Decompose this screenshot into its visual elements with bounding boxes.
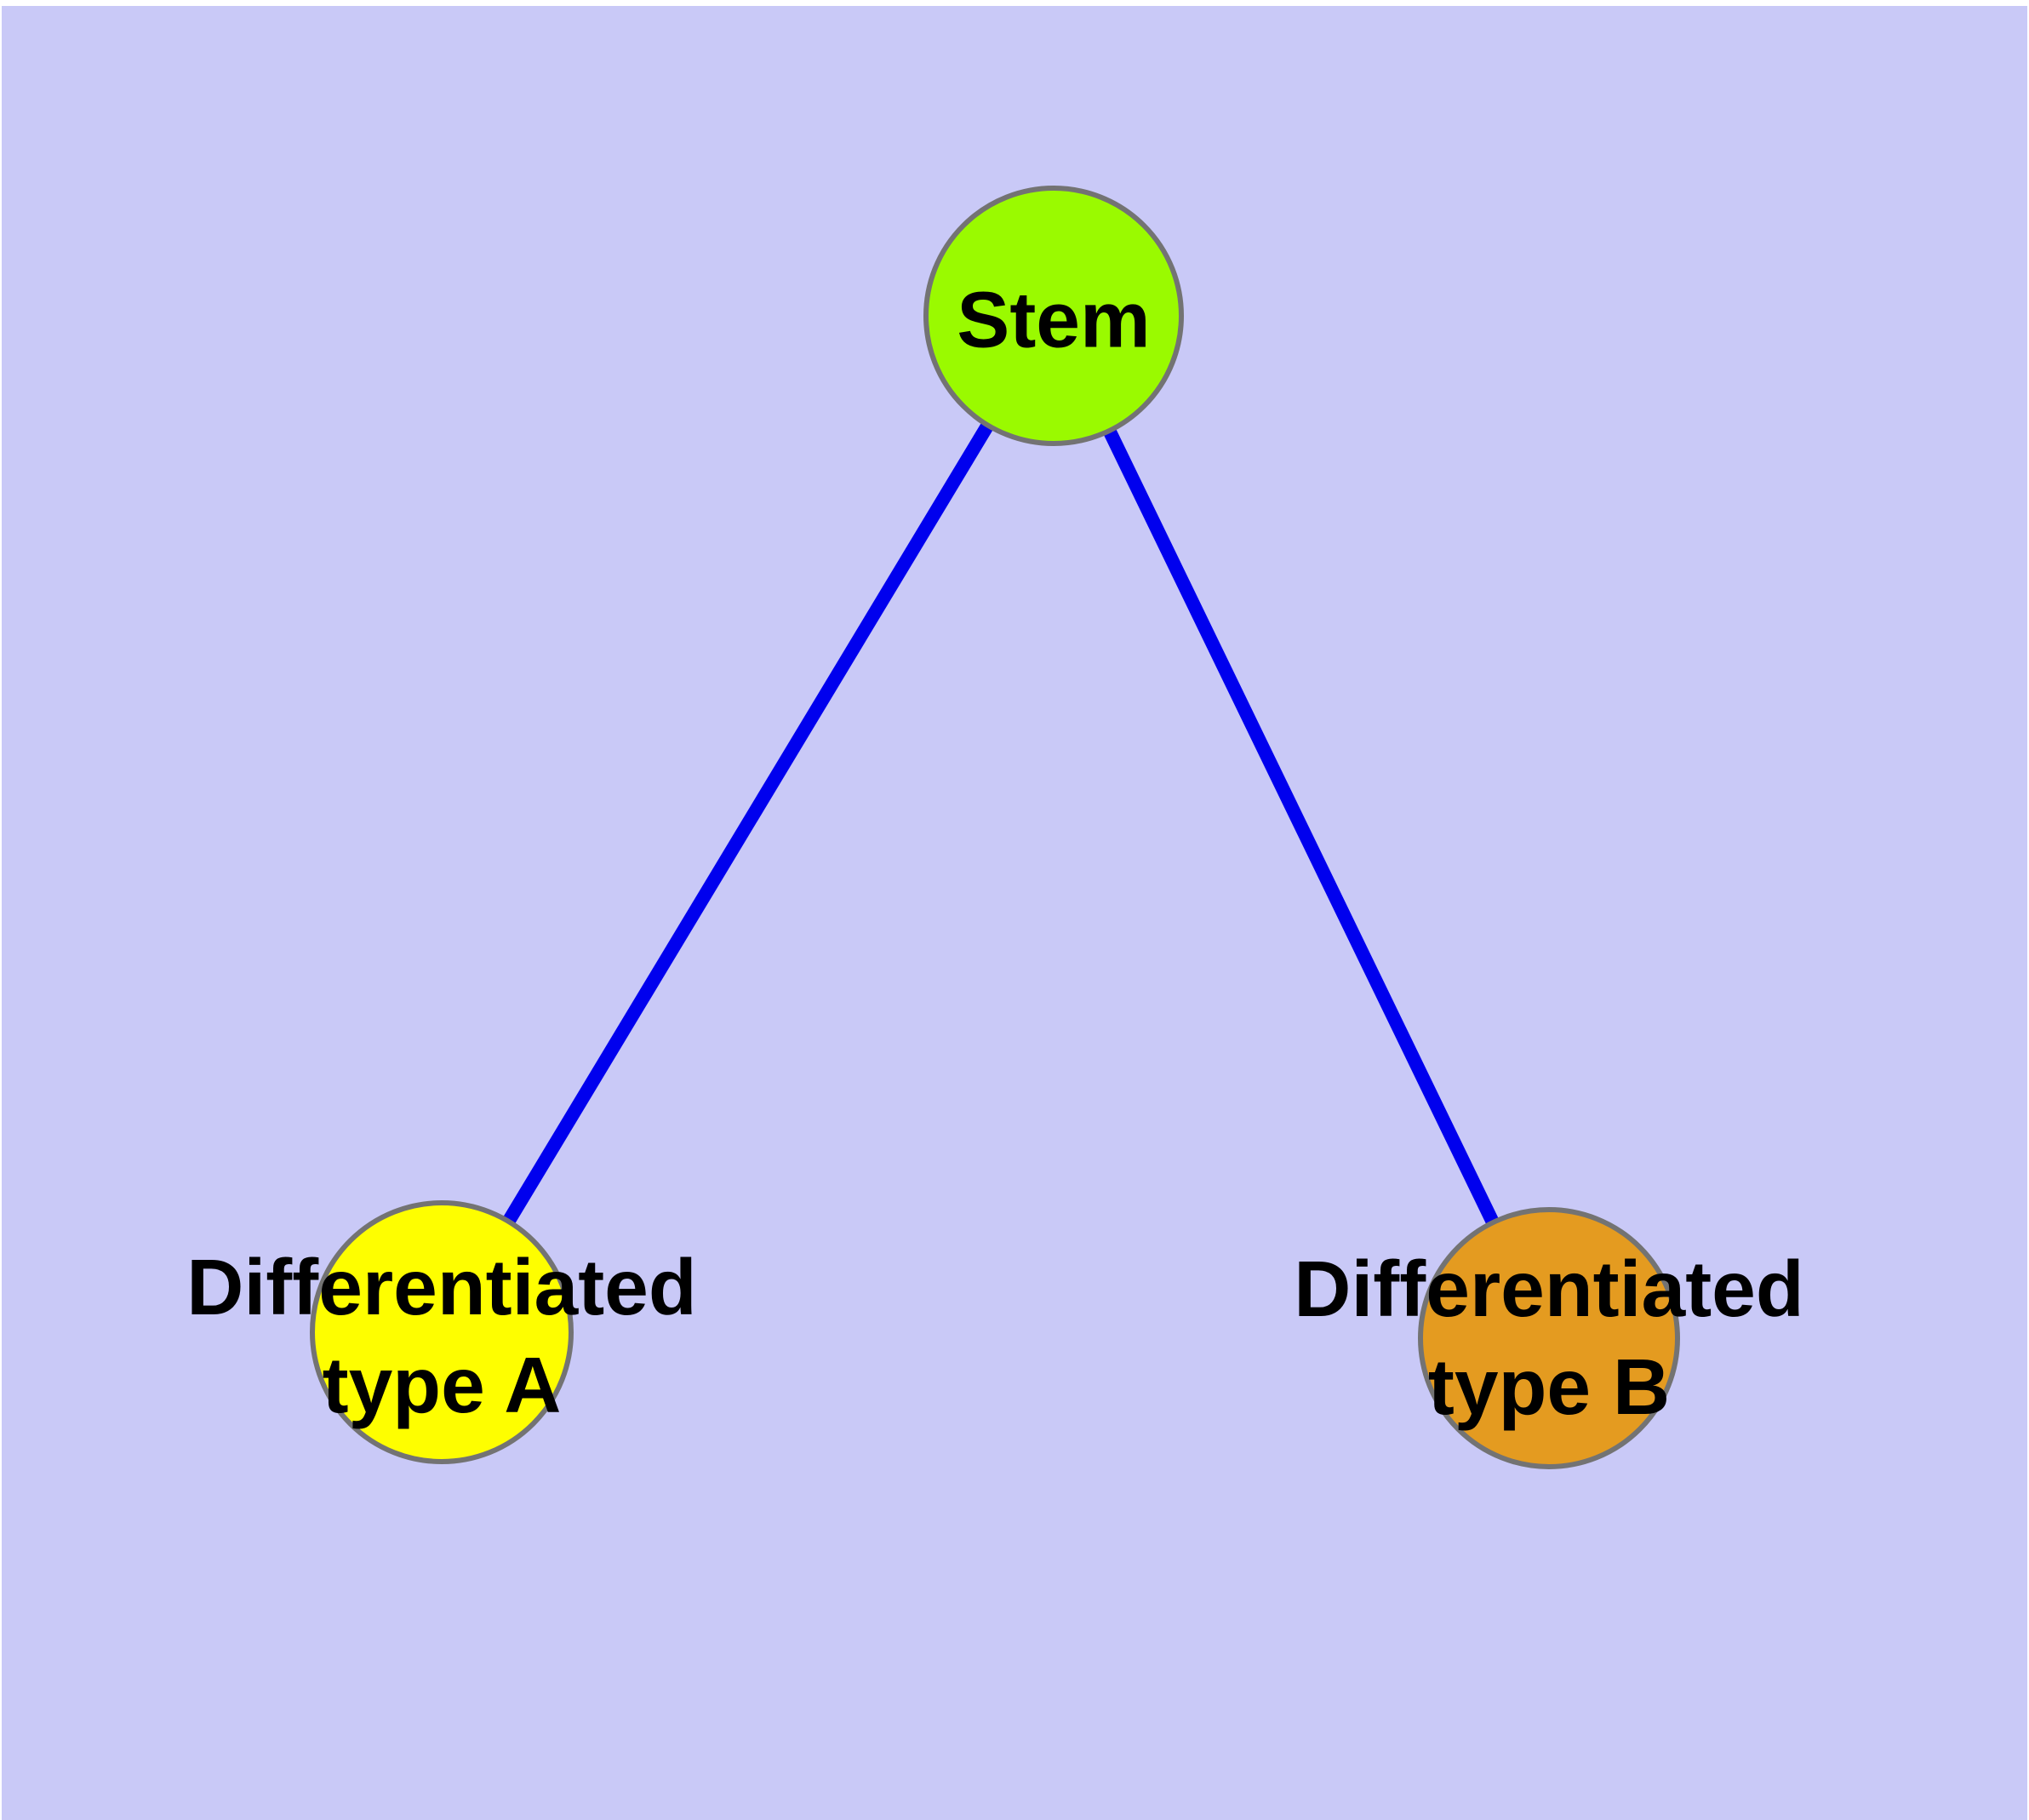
node-type-b-circle bbox=[1418, 1207, 1680, 1469]
node-type-b-label: Differentiated type B bbox=[1294, 1245, 1804, 1431]
node-stem-label: Stem bbox=[957, 275, 1151, 364]
node-stem-circle bbox=[923, 186, 1184, 446]
node-type-a-label: Differentiated type A bbox=[186, 1243, 697, 1429]
edge-stem-to-type-b bbox=[1047, 312, 1556, 1342]
node-type-a-circle bbox=[310, 1200, 574, 1464]
edge-stem-to-type-a bbox=[436, 312, 1060, 1336]
